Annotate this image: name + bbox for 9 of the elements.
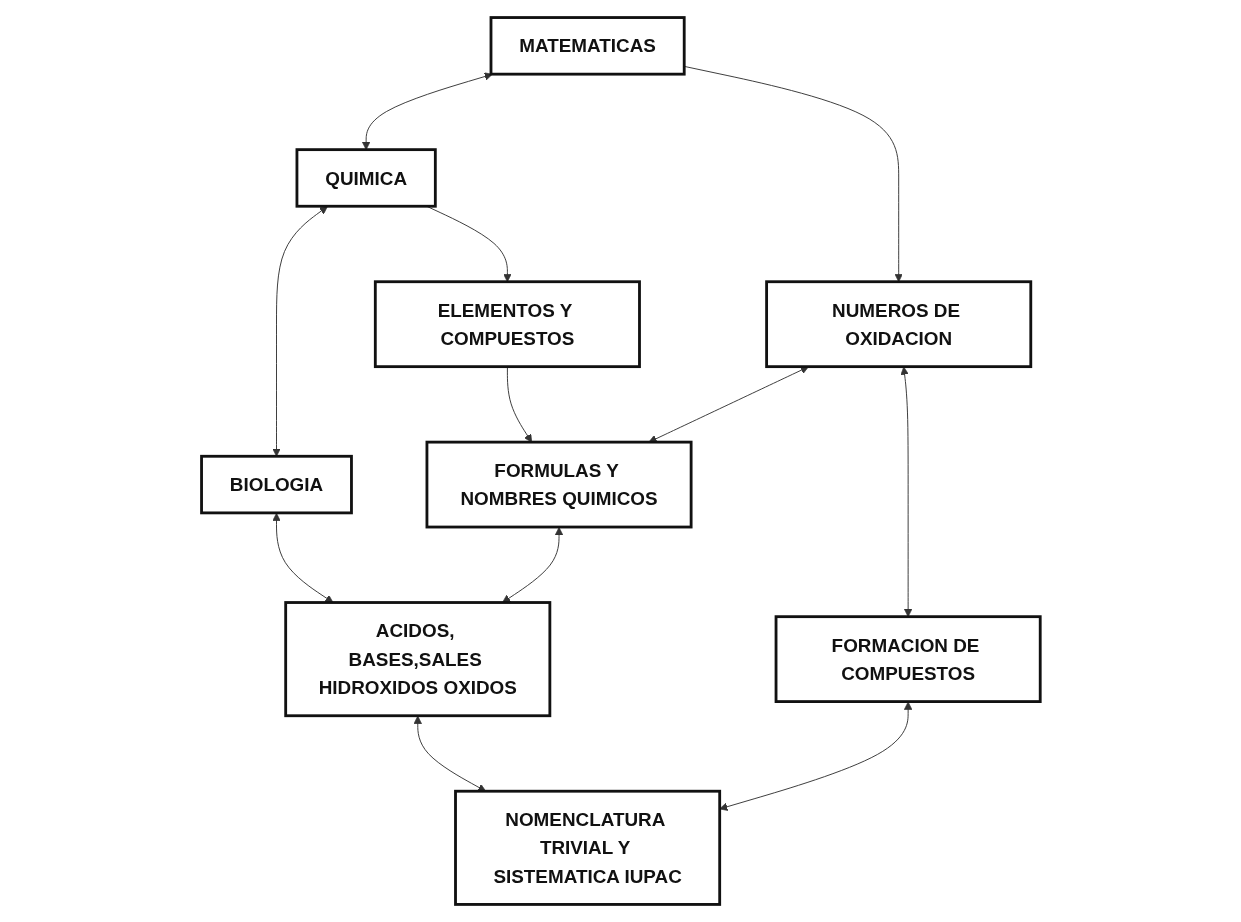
node-box: NOMENCLATURA TRIVIAL Y SISTEMATICA IUPAC [453,789,721,906]
node-box: BIOLOGIA [199,454,353,515]
node-box: FORMACION DE COMPUESTOS [774,615,1042,703]
node-box: MATEMATICAS [489,16,686,76]
node-box: ELEMENTOS Y COMPUESTOS [373,280,641,369]
node-box: FORMULAS Y NOMBRES QUIMICOS [425,440,693,529]
node-box: NUMEROS DE OXIDACION [764,280,1032,369]
node-box: ACIDOS, BASES,SALES HIDROXIDOS OXIDOS [283,601,551,718]
node-box: QUIMICA [295,148,437,208]
